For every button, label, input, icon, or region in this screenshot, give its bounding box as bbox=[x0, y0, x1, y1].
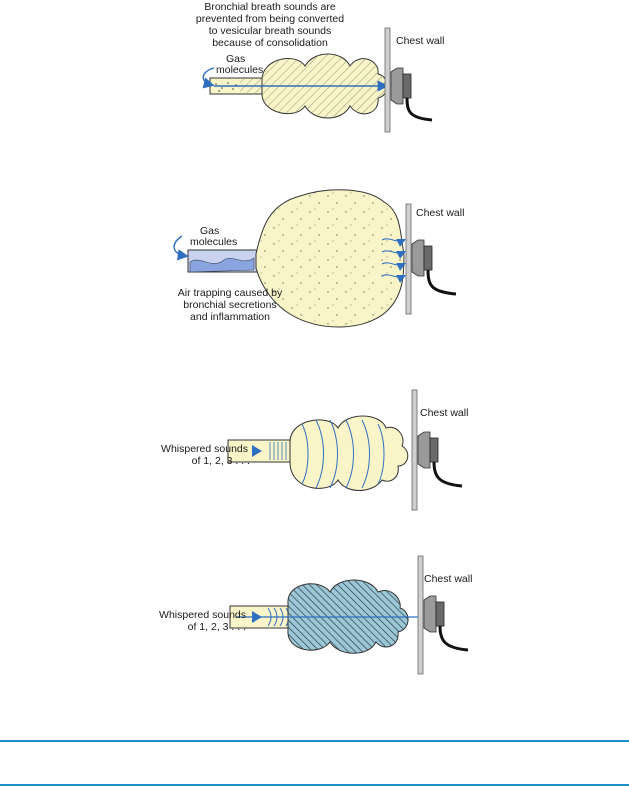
whisper-label-1: Whispered sounds bbox=[161, 443, 248, 455]
gas-label-1: Gas bbox=[226, 53, 245, 65]
whisper-label-1: Whispered sounds bbox=[159, 609, 246, 621]
alveolus-dots bbox=[256, 189, 404, 328]
gas-label-2: molecules bbox=[216, 64, 263, 76]
chest-wall-label: Chest wall bbox=[424, 573, 472, 585]
caption-line-4: because of consolidation bbox=[212, 37, 328, 49]
caption-line-3: to vesicular breath sounds bbox=[209, 25, 332, 37]
chest-wall bbox=[411, 389, 418, 511]
sound-arrows bbox=[381, 238, 406, 283]
whisper-label-2: of 1, 2, 3 . . . bbox=[188, 621, 246, 633]
chest-wall bbox=[417, 555, 424, 675]
tube-lines bbox=[269, 442, 287, 460]
panel-air-trapping: Gas molecules Air trapping caused by bro… bbox=[173, 189, 464, 328]
divider-bottom bbox=[0, 784, 629, 786]
curved-arrow-icon bbox=[173, 235, 189, 261]
gas-dots bbox=[215, 82, 237, 92]
air-trapping-line-1: Air trapping caused by bbox=[178, 287, 283, 299]
gas-label-1: Gas bbox=[200, 225, 219, 237]
chest-wall bbox=[384, 27, 391, 133]
stethoscope-icon bbox=[423, 595, 469, 652]
normal-lung-lobes bbox=[289, 415, 409, 491]
chest-wall-label: Chest wall bbox=[416, 207, 464, 219]
air-trapping-line-3: and inflammation bbox=[190, 311, 270, 323]
curved-arrow-icon bbox=[202, 67, 215, 89]
panel-bronchial-breath: Bronchial breath sounds are prevented fr… bbox=[196, 1, 444, 133]
whisper-arrow bbox=[252, 445, 262, 457]
panel-whispered-normal: Whispered sounds of 1, 2, 3 . . . Chest … bbox=[161, 389, 468, 511]
gas-label-2: molecules bbox=[190, 236, 237, 248]
stethoscope-icon bbox=[417, 431, 463, 488]
chest-wall-label: Chest wall bbox=[420, 407, 468, 419]
chest-wall-label: Chest wall bbox=[396, 35, 444, 47]
secretions bbox=[189, 257, 255, 273]
caption-line-2: prevented from being converted bbox=[196, 13, 344, 25]
stethoscope-icon bbox=[411, 239, 457, 296]
sound-arcs bbox=[301, 419, 385, 489]
caption-line-1: Bronchial breath sounds are bbox=[204, 1, 335, 13]
chest-wall bbox=[405, 203, 412, 315]
panel-whispered-consolidated: Whispered sounds of 1, 2, 3 . . . Chest … bbox=[159, 555, 472, 675]
whisper-label-2: of 1, 2, 3 . . . bbox=[192, 455, 250, 467]
stethoscope-icon bbox=[390, 67, 433, 122]
divider-top bbox=[0, 740, 629, 742]
air-trapping-line-2: bronchial secretions bbox=[183, 299, 276, 311]
